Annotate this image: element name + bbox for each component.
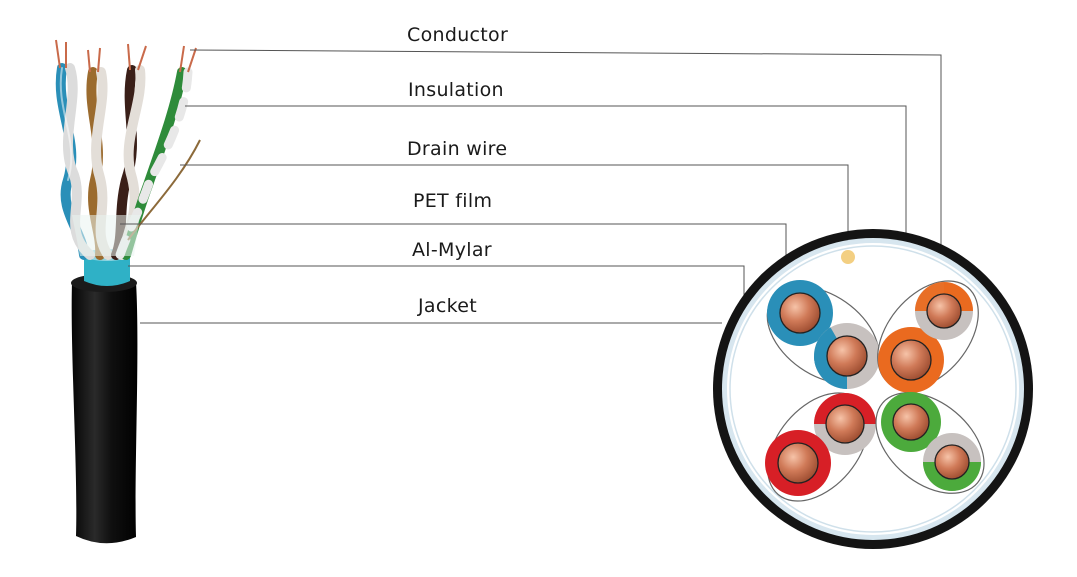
label-conductor: Conductor <box>407 24 509 46</box>
pair-blue <box>766 280 880 389</box>
cross-section-drain-wire <box>841 250 855 264</box>
label-jacket: Jacket <box>418 295 477 317</box>
label-insulation: Insulation <box>408 79 504 101</box>
pair-orange <box>877 280 979 393</box>
label-pet-film: PET film <box>413 190 493 212</box>
pair-green <box>875 392 985 494</box>
label-al-mylar: Al-Mylar <box>412 239 492 261</box>
cable-side-view <box>55 39 201 544</box>
cable-jacket <box>71 274 138 544</box>
leader-line-conductor <box>189 49 942 300</box>
cable-cross-section <box>713 229 1033 549</box>
pet-film-wrap <box>72 215 140 256</box>
label-drain-wire: Drain wire <box>407 138 508 160</box>
leader-line-drain-wire <box>180 164 849 250</box>
conductor-tips <box>55 39 197 73</box>
pair-red <box>765 392 876 502</box>
